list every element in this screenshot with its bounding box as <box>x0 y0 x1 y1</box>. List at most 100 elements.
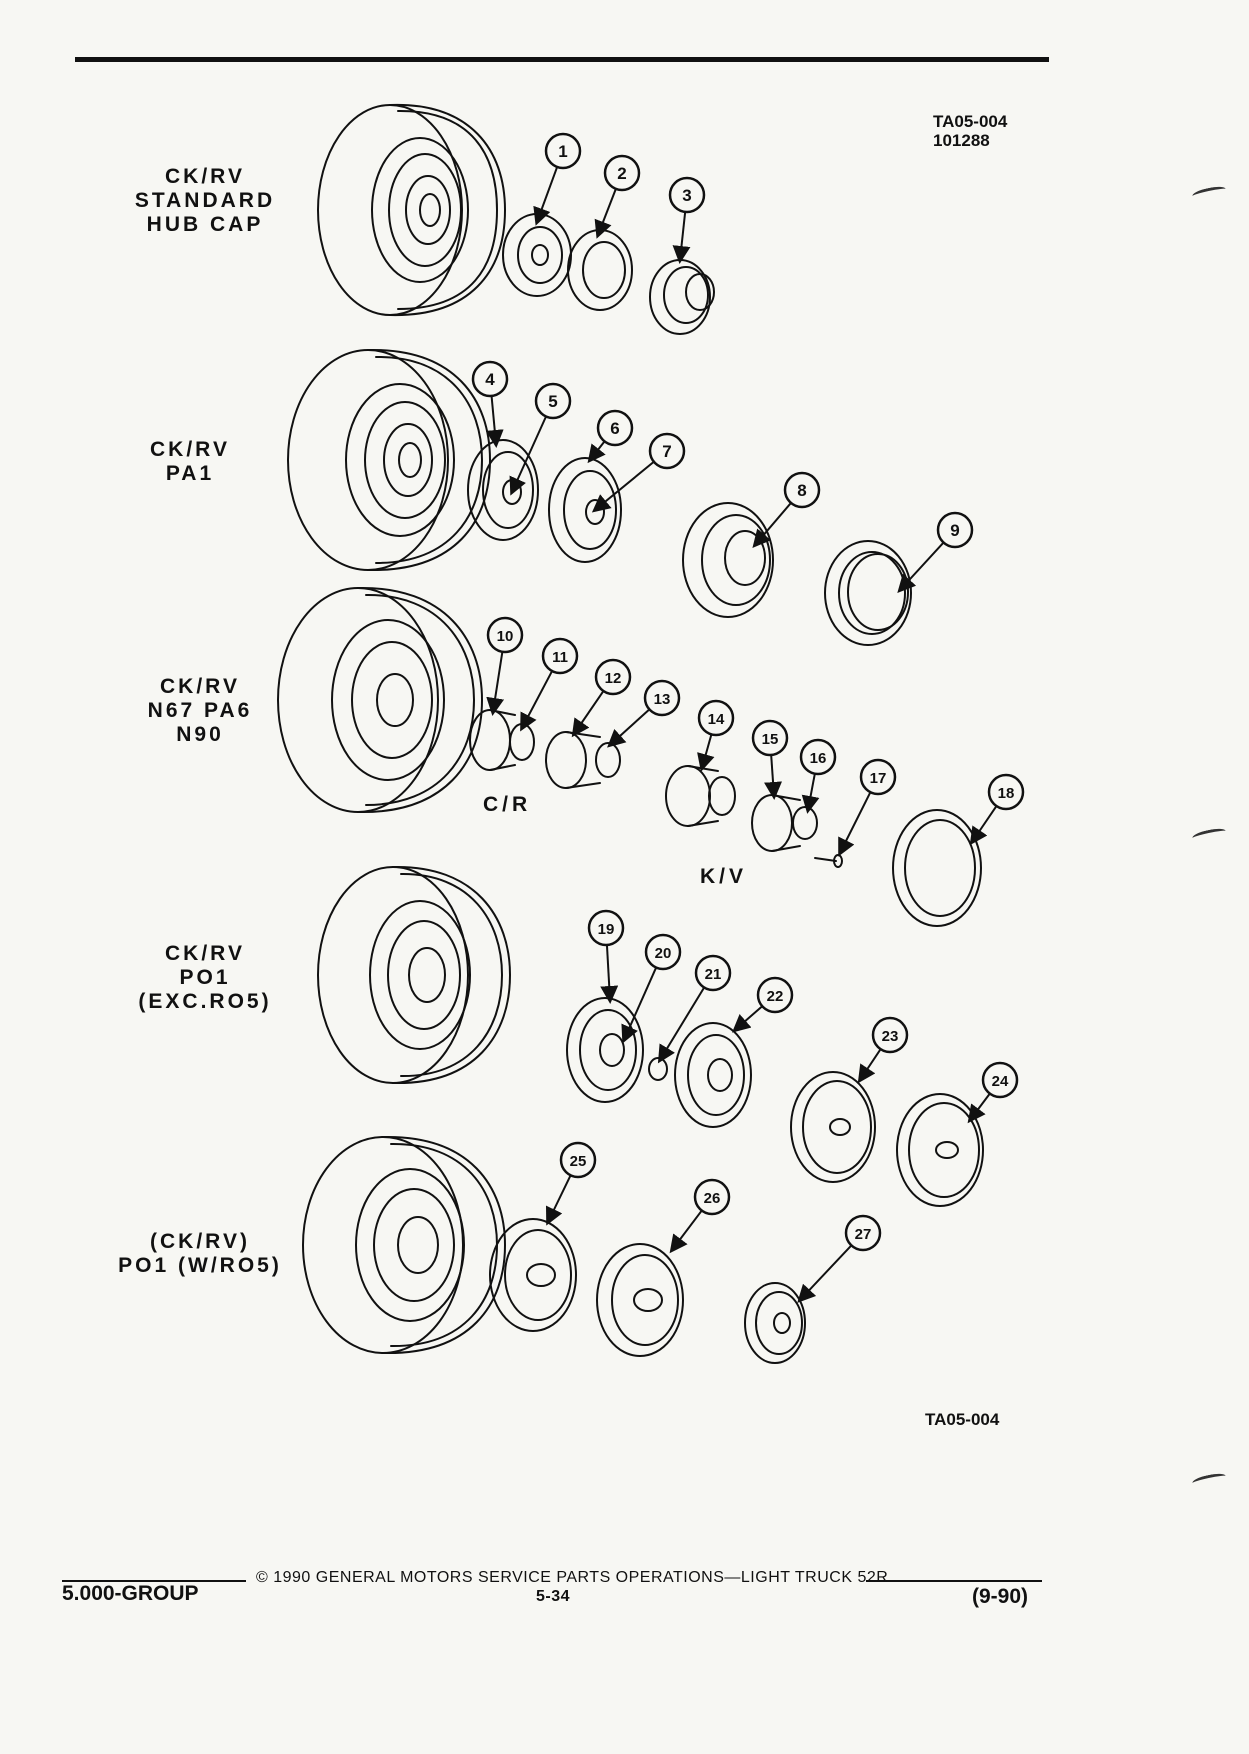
callout-leader <box>801 773 820 814</box>
callout-leader <box>545 1174 572 1226</box>
callout-leader <box>672 211 691 264</box>
callout-circle <box>648 432 686 470</box>
callout-leader <box>697 734 715 772</box>
callout-7: 7 <box>648 432 686 470</box>
callout-leader <box>897 541 945 593</box>
callout-number: 3 <box>682 186 691 205</box>
callout-24: 24 <box>981 1061 1019 1099</box>
hub-cap-27 <box>744 1282 806 1364</box>
callout-number: 25 <box>570 1153 587 1170</box>
callout-3: 3 <box>668 176 706 214</box>
callout-13: 13 <box>643 679 681 717</box>
callout-number: 12 <box>605 670 622 687</box>
callout-leader <box>657 986 706 1064</box>
footer-page-number: 5-34 <box>536 1588 571 1605</box>
callout-number: 2 <box>617 164 626 183</box>
callout-number: 14 <box>708 711 725 728</box>
callout-leader <box>797 1244 853 1303</box>
callout-leader <box>967 1092 991 1124</box>
callout-circle <box>844 1214 882 1252</box>
callout-leader <box>838 791 872 857</box>
hub-cap-24 <box>896 1093 984 1207</box>
callout-circle <box>559 1141 597 1179</box>
hub-cap-22 <box>674 1022 752 1128</box>
callout-number: 27 <box>855 1226 872 1243</box>
callout-leader <box>607 708 651 748</box>
callout-6: 6 <box>596 409 634 447</box>
callout-circle <box>471 360 509 398</box>
callout-8: 8 <box>783 471 821 509</box>
callout-leader <box>731 1005 763 1033</box>
callout-circle <box>587 909 625 947</box>
callout-circle <box>596 409 634 447</box>
callout-number: 13 <box>654 691 671 708</box>
hub-12-13 <box>545 731 621 789</box>
callout-21: 21 <box>694 954 732 992</box>
screw-17 <box>814 854 843 868</box>
callout-number: 22 <box>767 988 784 1005</box>
hub-15-16 <box>751 794 818 852</box>
callout-leader <box>571 690 605 738</box>
callout-15: 15 <box>751 719 789 757</box>
callout-leader <box>591 461 655 513</box>
callout-20: 20 <box>644 933 682 971</box>
tire-wheel-5 <box>302 1135 506 1355</box>
footer-rule-left <box>62 1580 246 1582</box>
callout-circle <box>594 658 632 696</box>
hub-cap-26 <box>596 1243 684 1357</box>
callout-26: 26 <box>693 1178 731 1216</box>
ref-code: TA05-004 <box>933 112 1008 131</box>
wheel-cover-8 <box>682 502 774 618</box>
callout-circle <box>486 616 524 654</box>
callout-23: 23 <box>871 1016 909 1054</box>
callout-circle <box>644 933 682 971</box>
callout-number: 9 <box>950 521 959 540</box>
sub-label-cr: C/R <box>483 793 532 816</box>
hub-14 <box>665 765 736 827</box>
callout-25: 25 <box>559 1141 597 1179</box>
top-rule <box>75 57 1049 62</box>
callout-14: 14 <box>697 699 735 737</box>
callout-leader <box>764 754 783 800</box>
trim-ring-18 <box>892 809 982 927</box>
callout-circle <box>871 1016 909 1054</box>
ornament-21 <box>648 1057 668 1081</box>
callout-number: 4 <box>485 370 495 389</box>
hub-cap-19-20 <box>566 997 644 1103</box>
callout-leader <box>600 944 619 1004</box>
callout-number: 18 <box>998 785 1015 802</box>
sub-label-kv: K/V <box>700 865 748 888</box>
callout-17: 17 <box>859 758 897 796</box>
callout-number: 23 <box>882 1028 899 1045</box>
callout-leader <box>485 395 504 448</box>
callout-circle <box>544 132 582 170</box>
wheel-cover-6-7 <box>548 457 622 563</box>
callout-number: 8 <box>797 481 806 500</box>
trim-ring-9 <box>824 540 912 646</box>
callout-circle <box>668 176 706 214</box>
callout-circle <box>541 637 579 675</box>
callout-circle <box>987 773 1025 811</box>
footer-date: (9-90) <box>972 1585 1029 1608</box>
callout-4: 4 <box>471 360 509 398</box>
callout-leader <box>969 805 998 846</box>
callout-circle <box>643 679 681 717</box>
hub-cap-2 <box>567 229 633 311</box>
callout-circle <box>693 1178 731 1216</box>
group-label-po1-w-ro5: (CK/RV)PO1 (W/RO5) <box>118 1230 282 1277</box>
tire-wheel-4 <box>317 865 511 1085</box>
hub-cap-25 <box>489 1218 577 1332</box>
callout-circle <box>697 699 735 737</box>
callout-leader <box>669 1209 703 1254</box>
callout-number: 10 <box>497 628 514 645</box>
callout-number: 26 <box>704 1190 721 1207</box>
callout-leader <box>587 440 606 464</box>
callout-19: 19 <box>587 909 625 947</box>
tire-wheel-3 <box>277 586 483 814</box>
callout-5: 5 <box>534 382 572 420</box>
tire-wheel-2 <box>287 348 491 572</box>
tire-wheel-1 <box>317 103 506 317</box>
callout-leader <box>486 651 505 716</box>
